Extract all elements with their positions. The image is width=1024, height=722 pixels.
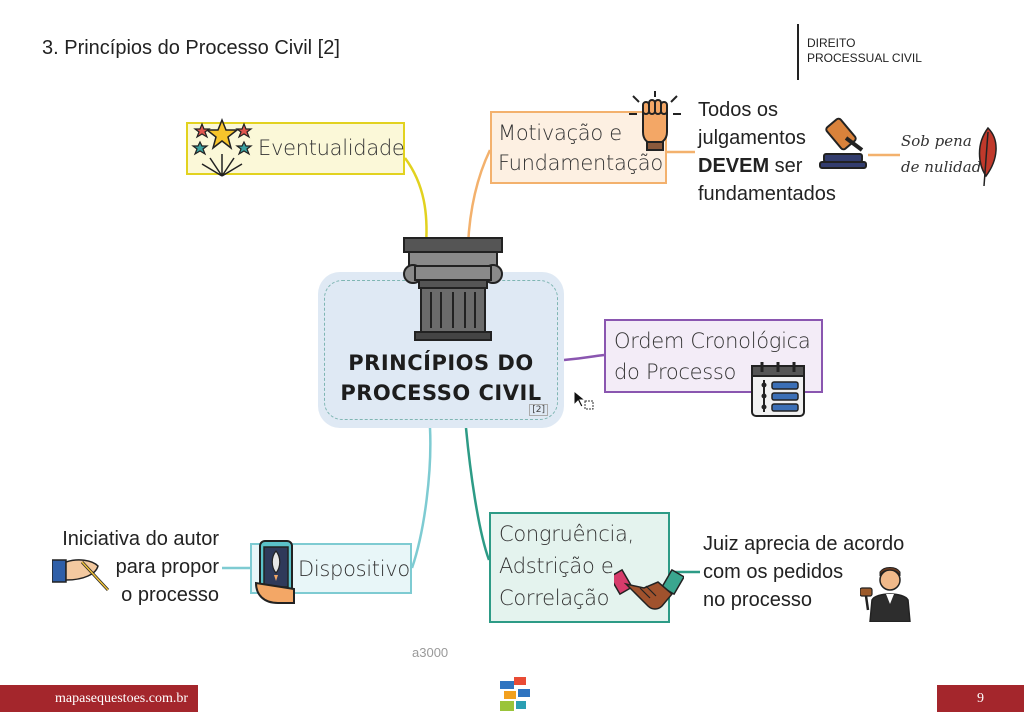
motivacao-note-line-3: DEVEM ser [698, 152, 836, 180]
page-number: 9 [937, 685, 1024, 712]
schedule-list-icon [751, 362, 805, 417]
central-title-line-2: PROCESSO CIVIL [340, 381, 542, 405]
footer-site-link[interactable]: mapasequestoes.com.br [0, 685, 198, 712]
mouse-cursor-icon [573, 389, 594, 410]
writing-hand-icon [52, 559, 110, 592]
node-motivacao[interactable]: Motivação e Fundamentação [490, 111, 667, 184]
node-dispositivo-label: Dispositivo [298, 557, 410, 581]
dispositivo-note-line-1: Iniciativa do autor [62, 528, 219, 550]
handshake-icon [614, 568, 684, 610]
motivacao-note-emphasis: DEVEM [698, 155, 770, 177]
gavel-icon [819, 117, 867, 169]
subject-label: DIREITO PROCESSUAL CIVIL [797, 24, 922, 80]
quill-icon [978, 126, 997, 187]
connector-eventualidade [403, 157, 428, 246]
slide-title: 3. Princípios do Processo Civil [2] [42, 37, 340, 59]
judge-icon [860, 567, 911, 622]
node-motivacao-label-2: Fundamentação [498, 151, 663, 175]
dispositivo-note-line-2: para propor [115, 556, 219, 578]
central-title-line-1: PRINCÍPIOS DO [348, 351, 534, 375]
motivacao-note-line-4: fundamentados [698, 183, 836, 205]
watermark: a3000 [412, 645, 449, 660]
motivacao-note-line-1: Todos os [698, 99, 779, 121]
phone-rocket-icon [254, 540, 295, 604]
central-topic-title: PRINCÍPIOS DO PROCESSO CIVIL [318, 348, 564, 408]
footer-site-text: mapasequestoes.com.br [55, 691, 188, 706]
node-congruencia[interactable]: Congruência, Adstrição e Correlação [489, 512, 670, 623]
connector-motivacao [466, 149, 492, 246]
node-eventualidade[interactable]: Eventualidade [186, 118, 405, 177]
penalty-note: Sob pena de nulidade [901, 128, 990, 180]
congruencia-note-line-3: no processo [703, 589, 812, 611]
motivacao-note: Todos os julgamentos DEVEM ser fundament… [698, 96, 836, 208]
node-ordem-label-1: Ordem Cronológica [614, 329, 811, 353]
column-icon [403, 237, 503, 341]
connector-ordem [563, 353, 605, 362]
connector-dispositivo [410, 427, 432, 569]
fireworks-icon [191, 118, 253, 177]
node-eventualidade-label: Eventualidade [258, 136, 405, 160]
node-motivacao-label-1: Motivação e [498, 121, 622, 145]
central-topic[interactable]: PRINCÍPIOS DO PROCESSO CIVIL [2] [318, 237, 564, 428]
node-congruencia-label-3: Correlação [499, 586, 610, 610]
node-congruencia-label-2: Adstrição e [499, 554, 614, 578]
penalty-note-line-2: de nulidade [901, 158, 991, 176]
congruencia-note: Juiz aprecia de acordo com os pedidos no… [703, 530, 904, 614]
node-ordem-label-2: do Processo [614, 360, 737, 384]
subject-line-1: DIREITO [807, 36, 856, 50]
congruencia-note-line-2: com os pedidos [703, 561, 844, 583]
motivacao-note-line-3-rest: ser [769, 155, 803, 177]
congruencia-note-line-1: Juiz aprecia de acordo [703, 533, 905, 555]
node-congruencia-label-1: Congruência, [499, 522, 634, 546]
raised-fist-icon [629, 91, 681, 151]
reference-badge: [2] [529, 404, 548, 416]
subject-line-2: PROCESSUAL CIVIL [807, 51, 922, 65]
dispositivo-note: Iniciativa do autor para propor o proces… [46, 525, 219, 609]
penalty-note-line-1: Sob pena [901, 132, 972, 150]
motivacao-note-line-2: julgamentos [698, 127, 806, 149]
connector-congruencia [464, 427, 491, 561]
colored-blocks-logo-icon [500, 677, 530, 711]
dispositivo-note-line-3: o processo [121, 584, 219, 606]
